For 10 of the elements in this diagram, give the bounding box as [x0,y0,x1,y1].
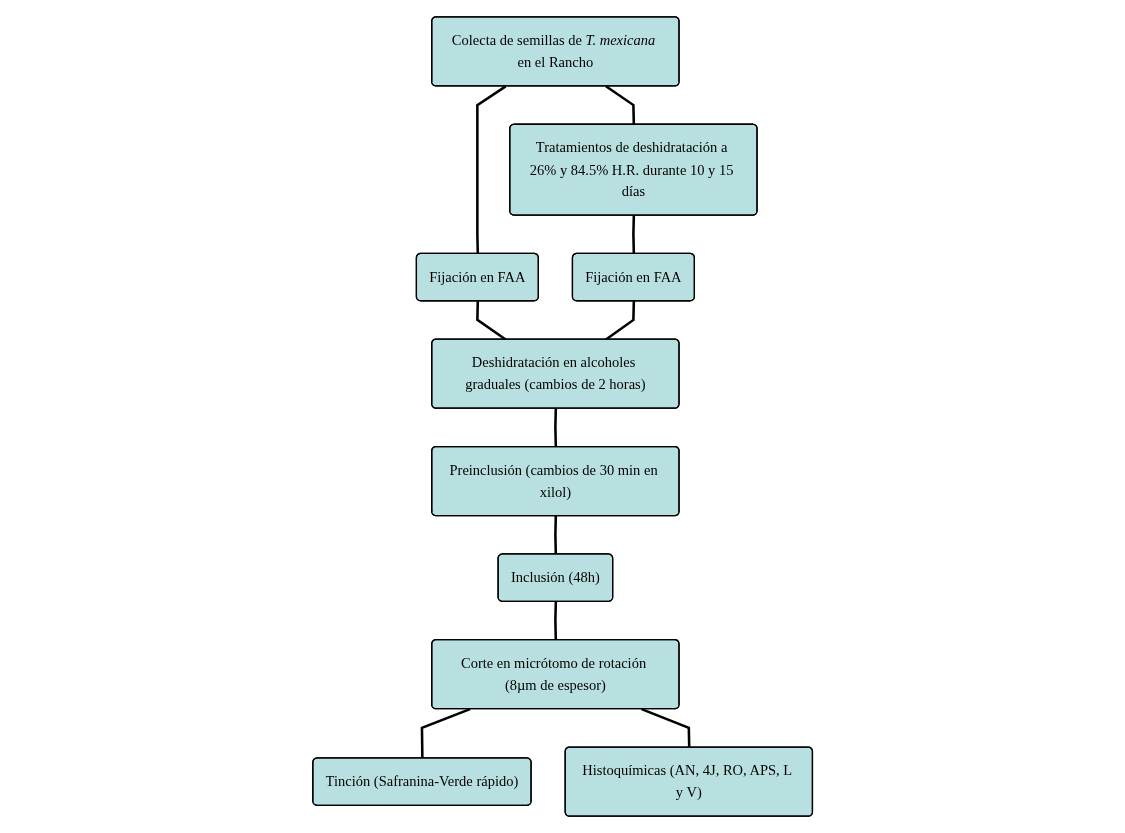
connector [640,707,691,748]
connector [553,601,557,641]
connector [553,516,557,555]
connector [605,301,635,341]
connector [605,85,635,125]
connector [420,707,471,759]
connector [632,215,635,254]
connector [553,408,557,447]
connector [475,301,507,341]
connector [475,85,507,254]
